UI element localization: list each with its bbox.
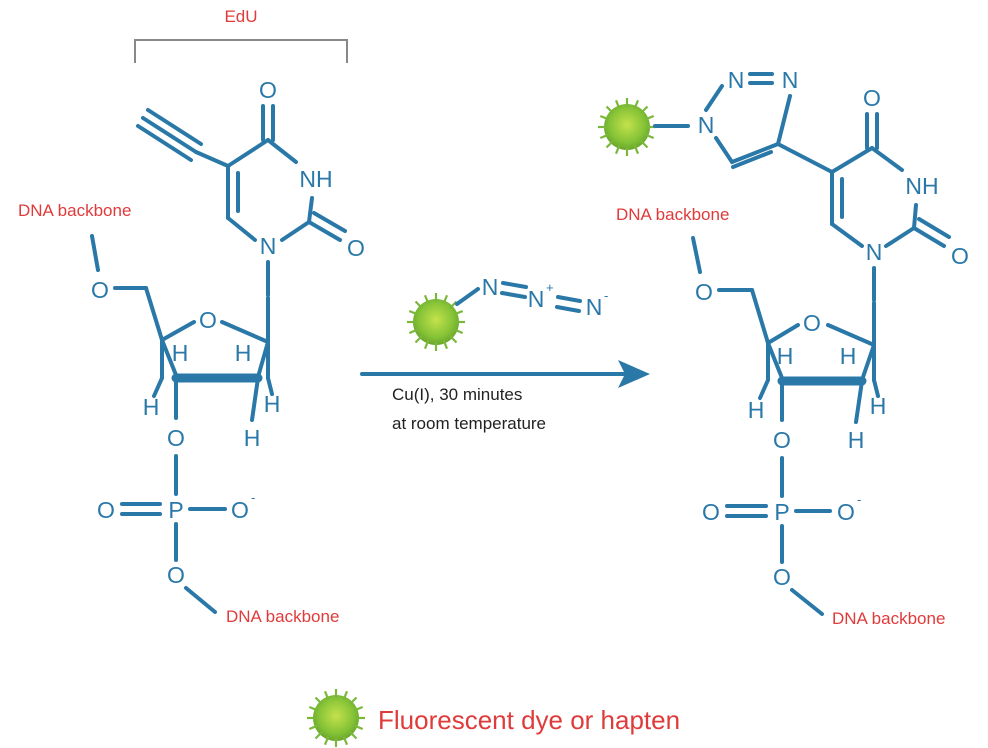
phosphate-oxygen-anion: O bbox=[231, 497, 249, 523]
phosphorus-atom: P bbox=[168, 497, 183, 523]
product-h-atom-2: H bbox=[840, 343, 857, 369]
deoxyribose-ring bbox=[152, 296, 274, 422]
h-atom-2: H bbox=[235, 340, 252, 366]
product-structure: N N N O NH O N DNA backbone O bbox=[596, 67, 969, 628]
legend-label: Fluorescent dye or hapten bbox=[378, 705, 680, 735]
phosphate-oxygen-double: O bbox=[97, 497, 115, 523]
edu-label: EdU bbox=[224, 7, 257, 26]
triazole-ring bbox=[704, 72, 834, 174]
product-ring-oxygen: O bbox=[803, 310, 821, 336]
product-deoxyribose-ring bbox=[758, 301, 880, 424]
reaction-condition-line2: at room temperature bbox=[392, 414, 546, 433]
reaction-condition-line1: Cu(I), 30 minutes bbox=[392, 385, 522, 404]
reaction-arrow-head bbox=[618, 360, 650, 388]
minus-charge: - bbox=[251, 490, 255, 505]
phosphate-group bbox=[120, 454, 227, 614]
legend: Fluorescent dye or hapten bbox=[305, 687, 680, 748]
triazole-nitrogen-3: N bbox=[782, 67, 799, 93]
product-h-atom-4: H bbox=[870, 393, 887, 419]
ring-nitrogen: N bbox=[260, 233, 277, 259]
ring-oxygen: O bbox=[199, 307, 217, 333]
product-pyrimidine-ring bbox=[830, 112, 951, 302]
product-minus-charge: - bbox=[857, 492, 861, 507]
product-phosphate-oxygen-top: O bbox=[773, 427, 791, 453]
edu-structure: EdU O NH O N bbox=[18, 7, 365, 626]
dna-backbone-label-top: DNA backbone bbox=[18, 201, 131, 220]
h-atom-3: H bbox=[143, 394, 160, 420]
carbonyl-oxygen: O bbox=[259, 77, 277, 103]
h-atom-1: H bbox=[172, 340, 189, 366]
product-dna-backbone-label-bottom: DNA backbone bbox=[832, 609, 945, 628]
product-carbonyl-oxygen-2: O bbox=[951, 243, 969, 269]
azide-nitrogen-2: N bbox=[528, 286, 545, 312]
triazole-nitrogen-1: N bbox=[698, 112, 715, 138]
plus-charge: + bbox=[546, 280, 554, 295]
legend-dye-icon bbox=[305, 687, 367, 748]
product-dye-icon bbox=[596, 96, 658, 158]
product-imide-nh: NH bbox=[905, 173, 938, 199]
reaction-step: N N + N - Cu(I), 30 minutes at room temp… bbox=[360, 274, 650, 433]
product-h-atom-5: H bbox=[848, 427, 865, 453]
product-phosphate-oxygen-anion: O bbox=[837, 499, 855, 525]
azide-nitrogen-1: N bbox=[482, 274, 499, 300]
ethynyl-group bbox=[136, 108, 230, 168]
minus-charge-azide: - bbox=[604, 288, 608, 303]
product-phosphate-oxygen-bottom: O bbox=[773, 564, 791, 590]
h-atom-4: H bbox=[264, 391, 281, 417]
carbonyl-oxygen-2: O bbox=[347, 235, 365, 261]
imide-nh: NH bbox=[299, 166, 332, 192]
phosphate-oxygen-bottom: O bbox=[167, 562, 185, 588]
triazole-nitrogen-2: N bbox=[728, 67, 745, 93]
ether-oxygen: O bbox=[91, 277, 109, 303]
product-phosphate-oxygen-double: O bbox=[702, 499, 720, 525]
product-ether-oxygen: O bbox=[695, 279, 713, 305]
edu-bracket bbox=[134, 39, 348, 63]
product-h-atom-3: H bbox=[748, 397, 765, 423]
product-ring-nitrogen: N bbox=[866, 239, 883, 265]
product-phosphorus-atom: P bbox=[774, 499, 789, 525]
product-carbonyl-oxygen: O bbox=[863, 85, 881, 111]
azide-nitrogen-3: N bbox=[586, 294, 603, 320]
azide-dye-icon bbox=[405, 291, 467, 353]
dna-backbone-label-bottom: DNA backbone bbox=[226, 607, 339, 626]
phosphate-oxygen-top: O bbox=[167, 425, 185, 451]
pyrimidine-ring bbox=[226, 104, 347, 297]
product-h-atom-1: H bbox=[777, 343, 794, 369]
product-phosphate-group bbox=[725, 456, 832, 616]
h-atom-5: H bbox=[244, 425, 261, 451]
product-dna-backbone-label-top: DNA backbone bbox=[616, 205, 729, 224]
